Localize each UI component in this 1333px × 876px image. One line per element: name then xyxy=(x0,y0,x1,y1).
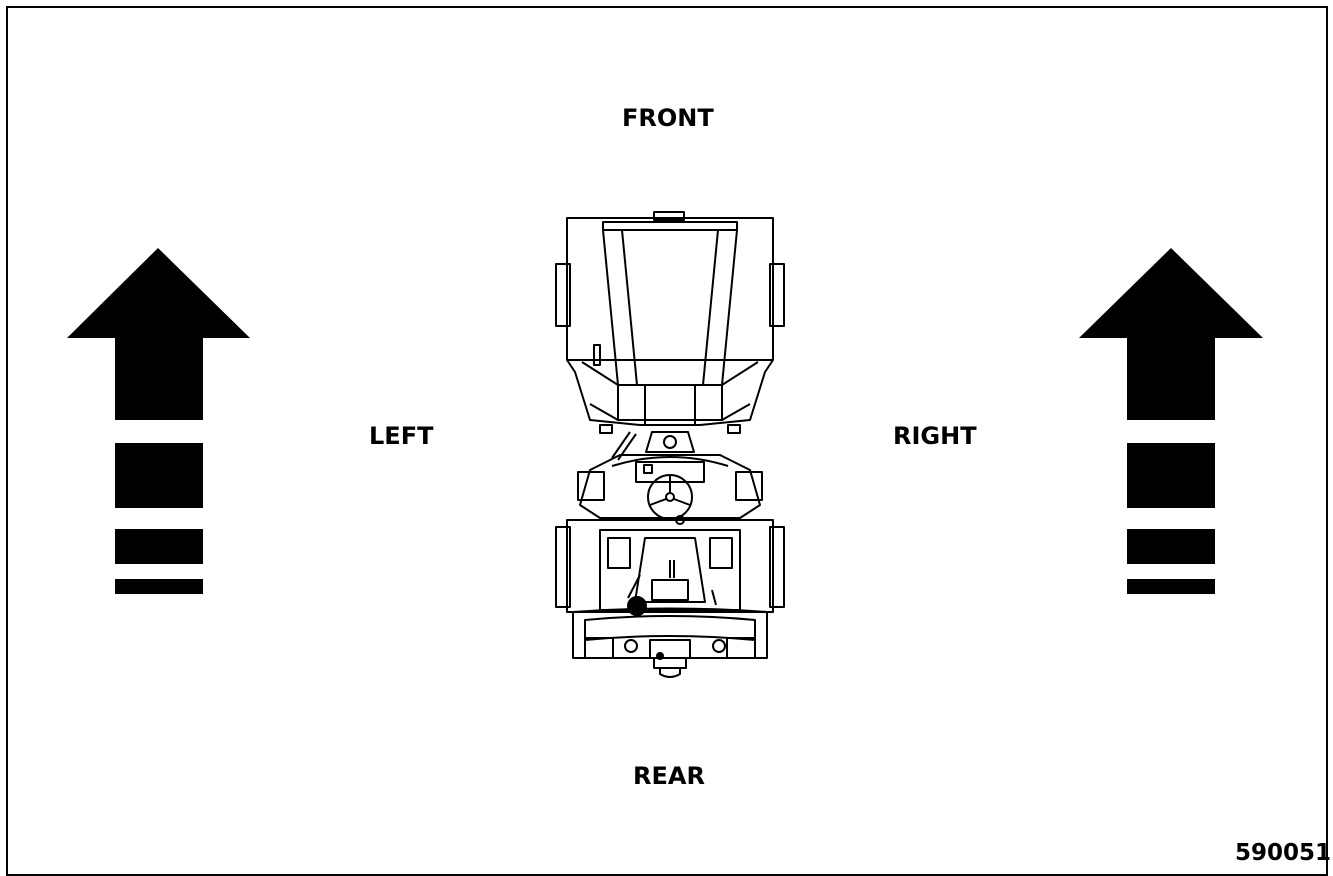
left-label: LEFT xyxy=(369,422,434,450)
diagram-frame xyxy=(6,6,1328,876)
left-arrow-head xyxy=(67,248,250,420)
rear-chassis xyxy=(555,519,785,616)
left-arrow-dash-2 xyxy=(115,529,203,564)
front-label: FRONT xyxy=(622,104,714,132)
right-label: RIGHT xyxy=(893,422,977,450)
right-arrow-dash-2 xyxy=(1127,529,1215,564)
left-forward-arrow xyxy=(67,248,250,594)
machine-top-view xyxy=(555,211,785,678)
left-arrow-dash-1 xyxy=(115,443,203,508)
left-arrow-dash-3 xyxy=(115,579,203,594)
front-hopper xyxy=(555,211,785,434)
rear-bumper xyxy=(572,607,768,678)
figure-number: 590051 xyxy=(1234,840,1331,866)
right-arrow-head xyxy=(1079,248,1263,420)
operator-platform xyxy=(577,454,763,525)
rear-label: REAR xyxy=(633,762,705,790)
right-arrow-dash-1 xyxy=(1127,443,1215,508)
right-forward-arrow xyxy=(1079,248,1263,594)
right-arrow-dash-3 xyxy=(1127,579,1215,594)
